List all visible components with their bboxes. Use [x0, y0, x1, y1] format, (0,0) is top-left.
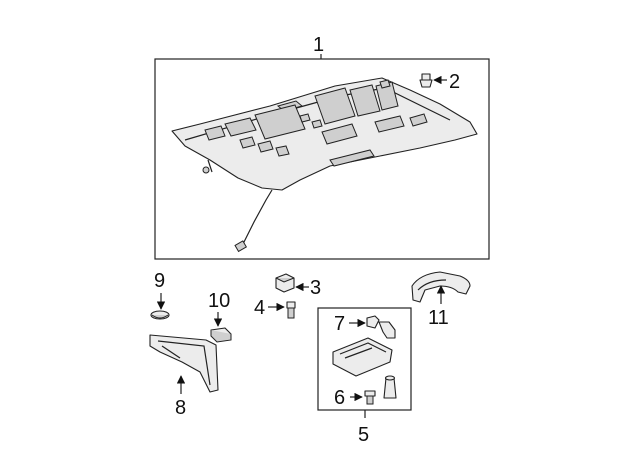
callout-9[interactable]: 9	[154, 270, 165, 292]
sun-visor-part-8[interactable]	[149, 334, 219, 393]
headliner-group-frame	[154, 58, 490, 260]
callout-10[interactable]: 10	[208, 290, 230, 312]
clip-part-2[interactable]	[419, 73, 433, 88]
clip-part-3[interactable]	[275, 273, 295, 293]
screw-part-6[interactable]	[364, 390, 376, 405]
callout-2[interactable]: 2	[449, 71, 460, 93]
callout-8[interactable]: 8	[175, 397, 186, 419]
callout-6[interactable]: 6	[334, 387, 345, 409]
screw-part-4[interactable]	[286, 301, 296, 319]
callout-11[interactable]: 11	[428, 307, 449, 329]
dome-lamp-part[interactable]	[332, 337, 393, 377]
callout-7[interactable]: 7	[334, 313, 345, 335]
screw-part-10[interactable]	[210, 327, 232, 343]
callout-1[interactable]: 1	[313, 34, 324, 56]
callout-4[interactable]: 4	[254, 297, 265, 319]
headliner-panel[interactable]	[171, 77, 478, 253]
bulb-part[interactable]	[383, 375, 397, 399]
callout-5[interactable]: 5	[358, 424, 369, 446]
holder-part-9[interactable]	[150, 310, 170, 320]
bulb-socket-part-7[interactable]	[366, 315, 396, 339]
callout-3[interactable]: 3	[310, 277, 321, 299]
